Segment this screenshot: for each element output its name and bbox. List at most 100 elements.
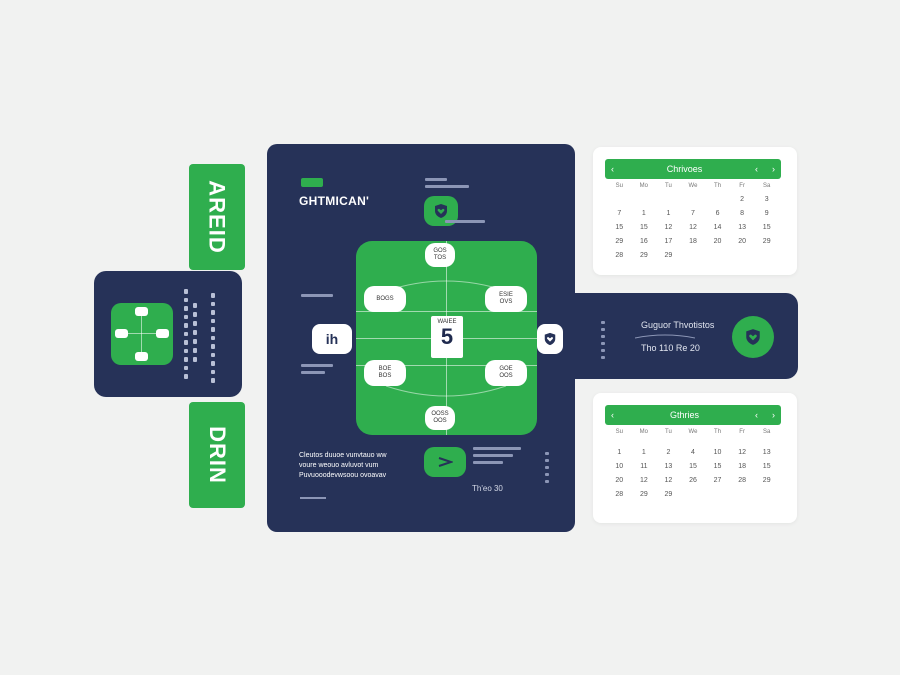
left-mini-panel	[94, 271, 242, 397]
calendar-day[interactable]: 7	[691, 210, 695, 217]
calendar-day	[754, 252, 779, 259]
calendar-day[interactable]: 12	[639, 477, 648, 484]
shield-badge-button[interactable]	[732, 316, 774, 358]
calendar-day[interactable]: 10	[615, 463, 624, 470]
tab-top-label: AREID	[205, 180, 231, 254]
calendar-day	[681, 196, 706, 203]
caption-lines	[545, 452, 549, 483]
calendar-day[interactable]: 1	[666, 210, 671, 217]
center-caption: WAIEE	[437, 319, 457, 325]
day-of-week-label: We	[688, 183, 698, 189]
side-right-button[interactable]	[537, 324, 563, 354]
calendar-day[interactable]: 13	[664, 463, 673, 470]
calendar-day[interactable]: 29	[762, 238, 771, 245]
calendar-day[interactable]: 1	[641, 449, 646, 456]
calendar-day[interactable]: 12	[738, 449, 747, 456]
prev-month-icon[interactable]: ‹	[611, 410, 614, 420]
calendar-day[interactable]: 26	[689, 477, 697, 484]
calendar-day[interactable]: 3	[764, 196, 769, 203]
board-node-upper-right[interactable]: ESIE OVS	[485, 286, 527, 312]
caption-lines	[445, 220, 485, 223]
main-panel: GHTMICAN' GOS TOS BOGS ESIE OVS BOE BOS …	[267, 144, 575, 532]
calendar-day[interactable]: 16	[639, 238, 648, 245]
calendar-day[interactable]: 28	[615, 491, 624, 498]
prev-arrow-icon[interactable]: ‹	[754, 164, 758, 174]
calendar-day[interactable]: 11	[640, 463, 648, 470]
calendar-day[interactable]: 13	[738, 224, 747, 231]
tab-top[interactable]: AREID	[189, 164, 245, 270]
calendar-day[interactable]: 12	[689, 224, 697, 231]
calendar-day[interactable]: 14	[713, 224, 722, 231]
vertical-text-column	[211, 293, 216, 384]
calendar-day[interactable]: 20	[713, 238, 722, 245]
calendar-day[interactable]: 15	[713, 463, 722, 470]
calendar-day	[681, 491, 706, 498]
calendar-day[interactable]: 8	[740, 210, 745, 217]
side-left-button[interactable]: ih	[312, 324, 352, 354]
day-of-week-label: Mo	[639, 429, 649, 435]
board-node-lower-right[interactable]: GOE OOS	[485, 360, 527, 386]
calendar-day[interactable]: 15	[615, 224, 624, 231]
tab-bottom[interactable]: DRIN	[189, 402, 245, 508]
calendar-day[interactable]: 4	[691, 449, 695, 456]
vertical-text-column	[193, 303, 198, 373]
title-chip	[301, 178, 323, 187]
calendar-day[interactable]: 20	[738, 238, 747, 245]
calendar-month-label: Chrivoes	[666, 164, 703, 174]
calendar-day[interactable]: 29	[664, 491, 673, 498]
next-arrow-icon[interactable]: ›	[771, 410, 775, 420]
calendar-day	[632, 196, 657, 203]
calendar-day[interactable]: 29	[664, 252, 673, 259]
calendar-day[interactable]: 28	[615, 252, 624, 259]
calendar-day[interactable]: 29	[639, 491, 648, 498]
calendar-day[interactable]: 20	[615, 477, 624, 484]
calendar-day[interactable]: 1	[641, 210, 646, 217]
main-title: GHTMICAN'	[299, 194, 370, 208]
calendar-day	[656, 196, 681, 203]
footer-line-3: Puvuooodevwsoou ovoavav	[299, 472, 387, 479]
day-of-week-label: Tu	[665, 183, 672, 189]
footer-text: Cleutos duuoe vunvtauo ww voure weouo av…	[299, 452, 387, 479]
calendar-day[interactable]: 28	[738, 477, 747, 484]
calendar-header: ‹ Gthries ‹ ›	[605, 405, 781, 425]
right-bar-date: Tho 110 Re 20	[641, 343, 700, 353]
calendar-day[interactable]: 27	[713, 477, 722, 484]
calendar-day[interactable]: 15	[762, 463, 771, 470]
board-node-lower-left[interactable]: BOE BOS	[364, 360, 406, 386]
calendar-day[interactable]: 15	[689, 463, 697, 470]
prev-month-icon[interactable]: ‹	[611, 164, 614, 174]
calendar-day[interactable]: 29	[762, 477, 771, 484]
calendar-day[interactable]: 1	[617, 449, 622, 456]
calendar-day[interactable]: 18	[689, 238, 697, 245]
calendar-day[interactable]: 6	[715, 210, 720, 217]
shield-icon	[746, 329, 760, 345]
board-node-upper-left[interactable]: BOGS	[364, 286, 406, 312]
prev-arrow-icon[interactable]: ‹	[754, 410, 758, 420]
calendar-day[interactable]: 12	[664, 224, 673, 231]
calendar-day[interactable]: 7	[617, 210, 622, 217]
calendar-month-label: Gthries	[669, 410, 699, 420]
calendar-day[interactable]: 15	[639, 224, 648, 231]
calendar-day[interactable]: 12	[664, 477, 673, 484]
board-node-bottom[interactable]: OOSS OOS	[425, 406, 455, 430]
mini-board-icon[interactable]	[111, 303, 173, 365]
calendar-day	[607, 196, 632, 203]
shield-icon	[544, 332, 556, 346]
calendar-day[interactable]: 29	[615, 238, 624, 245]
calendar-day[interactable]: 2	[740, 196, 745, 203]
calendar-day[interactable]: 2	[666, 449, 671, 456]
calendar-day[interactable]: 17	[664, 238, 673, 245]
calendar-day[interactable]: 29	[639, 252, 648, 259]
calendar-day[interactable]: 15	[762, 224, 771, 231]
calendar-day[interactable]: 10	[713, 449, 722, 456]
vertical-text-column	[184, 289, 189, 380]
calendar-day[interactable]: 13	[762, 449, 771, 456]
arrow-right-icon	[438, 457, 453, 467]
day-of-week-label: Mo	[639, 183, 649, 189]
calendar-day[interactable]: 9	[764, 210, 769, 217]
calendar-day[interactable]: 18	[738, 463, 747, 470]
play-button[interactable]	[424, 447, 466, 477]
board-node-top[interactable]: GOS TOS	[425, 243, 455, 267]
next-arrow-icon[interactable]: ›	[771, 164, 775, 174]
